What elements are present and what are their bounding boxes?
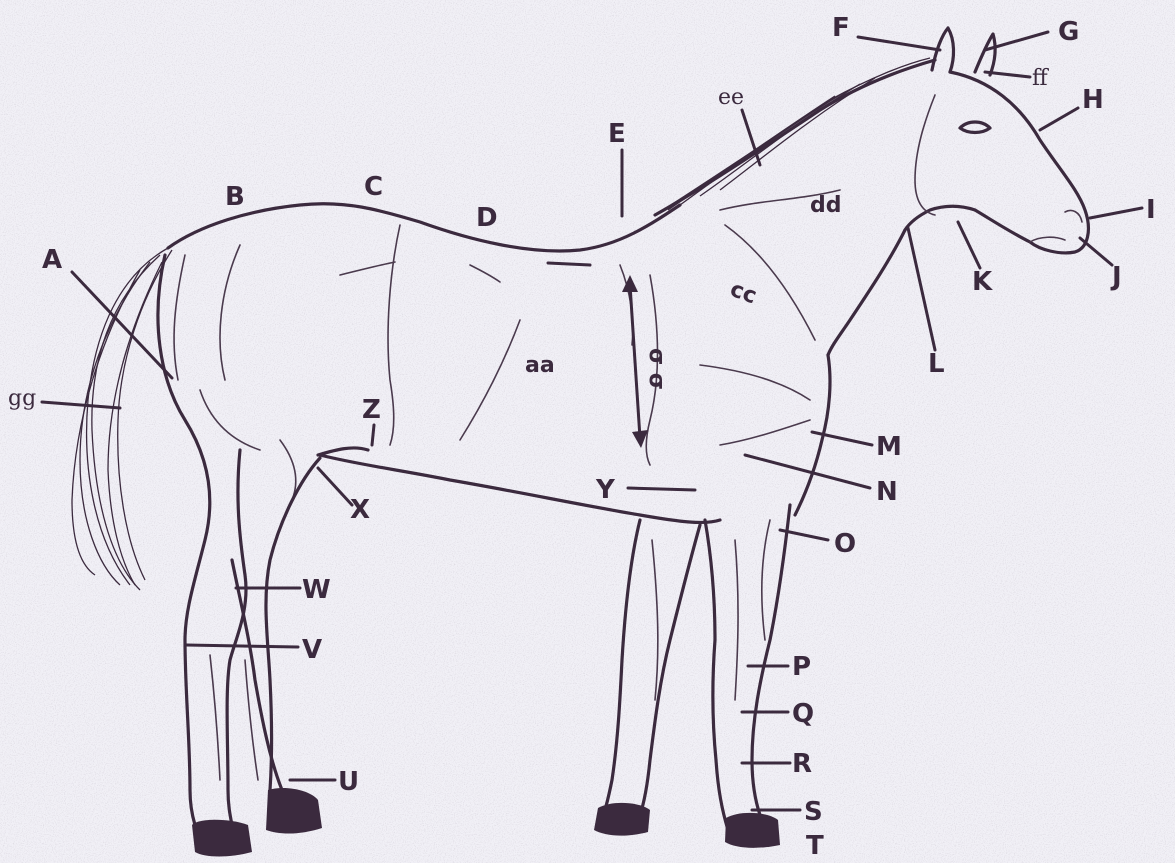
label-Y: Y xyxy=(595,475,616,505)
fore-hoof-rear xyxy=(594,803,650,836)
label-S: S xyxy=(804,797,823,827)
label-Q: Q xyxy=(792,699,814,729)
label-T: T xyxy=(806,831,824,861)
label-G: G xyxy=(1058,17,1079,47)
label-bb: σ σ xyxy=(644,348,669,390)
label-ff: ff xyxy=(1032,66,1049,91)
label-R: R xyxy=(792,749,812,779)
label-L: L xyxy=(928,349,945,379)
label-dd: dd xyxy=(810,193,842,218)
fore-hoof-front xyxy=(725,813,780,848)
label-J: J xyxy=(1110,262,1122,292)
label-aa: aa xyxy=(525,353,555,378)
label-A: A xyxy=(42,245,62,275)
label-B: B xyxy=(225,182,245,212)
label-F: F xyxy=(832,13,850,43)
label-D: D xyxy=(476,203,498,233)
label-I: I xyxy=(1146,195,1156,225)
label-gg: gg xyxy=(8,386,36,411)
label-U: U xyxy=(338,767,359,797)
label-E: E xyxy=(608,119,626,149)
label-N: N xyxy=(876,477,898,507)
label-M: M xyxy=(876,432,902,462)
label-H: H xyxy=(1082,85,1104,115)
label-X: X xyxy=(350,495,370,525)
label-P: P xyxy=(792,652,811,682)
label-ee: ee xyxy=(718,85,744,110)
label-Z: Z xyxy=(362,395,381,425)
hind-hoof-rear xyxy=(192,820,252,857)
label-K: K xyxy=(972,267,993,297)
label-O: O xyxy=(834,529,856,559)
label-V: V xyxy=(302,635,322,665)
label-W: W xyxy=(302,575,331,605)
label-C: C xyxy=(364,172,383,202)
